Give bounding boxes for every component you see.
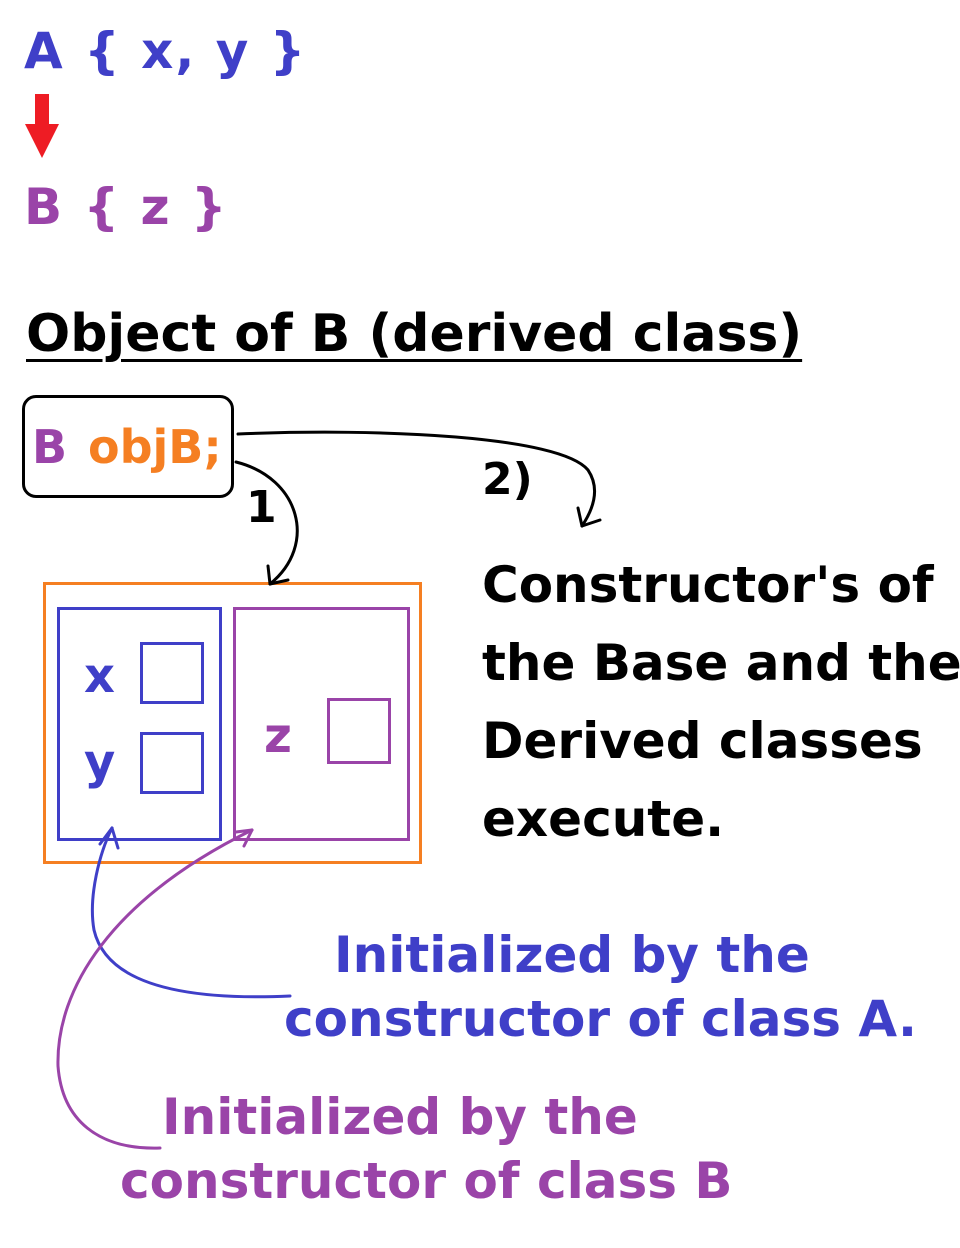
member-z-slot <box>327 698 391 764</box>
declaration-type: B <box>32 420 68 474</box>
down-arrow-icon <box>25 94 59 158</box>
note-class-a-line: Initialized by the <box>334 926 810 984</box>
member-x-label: x <box>84 648 115 704</box>
step-two-label: 2) <box>482 454 533 505</box>
section-title: Object of B (derived class) <box>26 304 803 364</box>
member-z-label: z <box>264 708 292 764</box>
declaration-box <box>22 395 234 498</box>
class-a-definition: A { x, y } <box>24 22 308 80</box>
constructor-note-line: execute. <box>482 790 725 848</box>
constructor-note-line: Constructor's of <box>482 556 934 614</box>
note-class-b-line: Initialized by the <box>162 1088 638 1146</box>
constructor-note-line: Derived classes <box>482 712 923 770</box>
step-one-label: 1 <box>246 482 277 533</box>
member-x-slot <box>140 642 204 704</box>
member-y-label: y <box>84 734 116 790</box>
note-class-b-line: constructor of class B <box>120 1152 733 1210</box>
note-class-a-line: constructor of class A. <box>284 990 918 1048</box>
member-y-slot <box>140 732 204 794</box>
step-two-arrow <box>236 430 602 528</box>
derived-class-part <box>233 607 410 841</box>
constructor-note-line: the Base and the <box>482 634 960 692</box>
class-b-definition: B { z } <box>24 178 229 236</box>
declaration-object-name: objB; <box>88 420 222 474</box>
